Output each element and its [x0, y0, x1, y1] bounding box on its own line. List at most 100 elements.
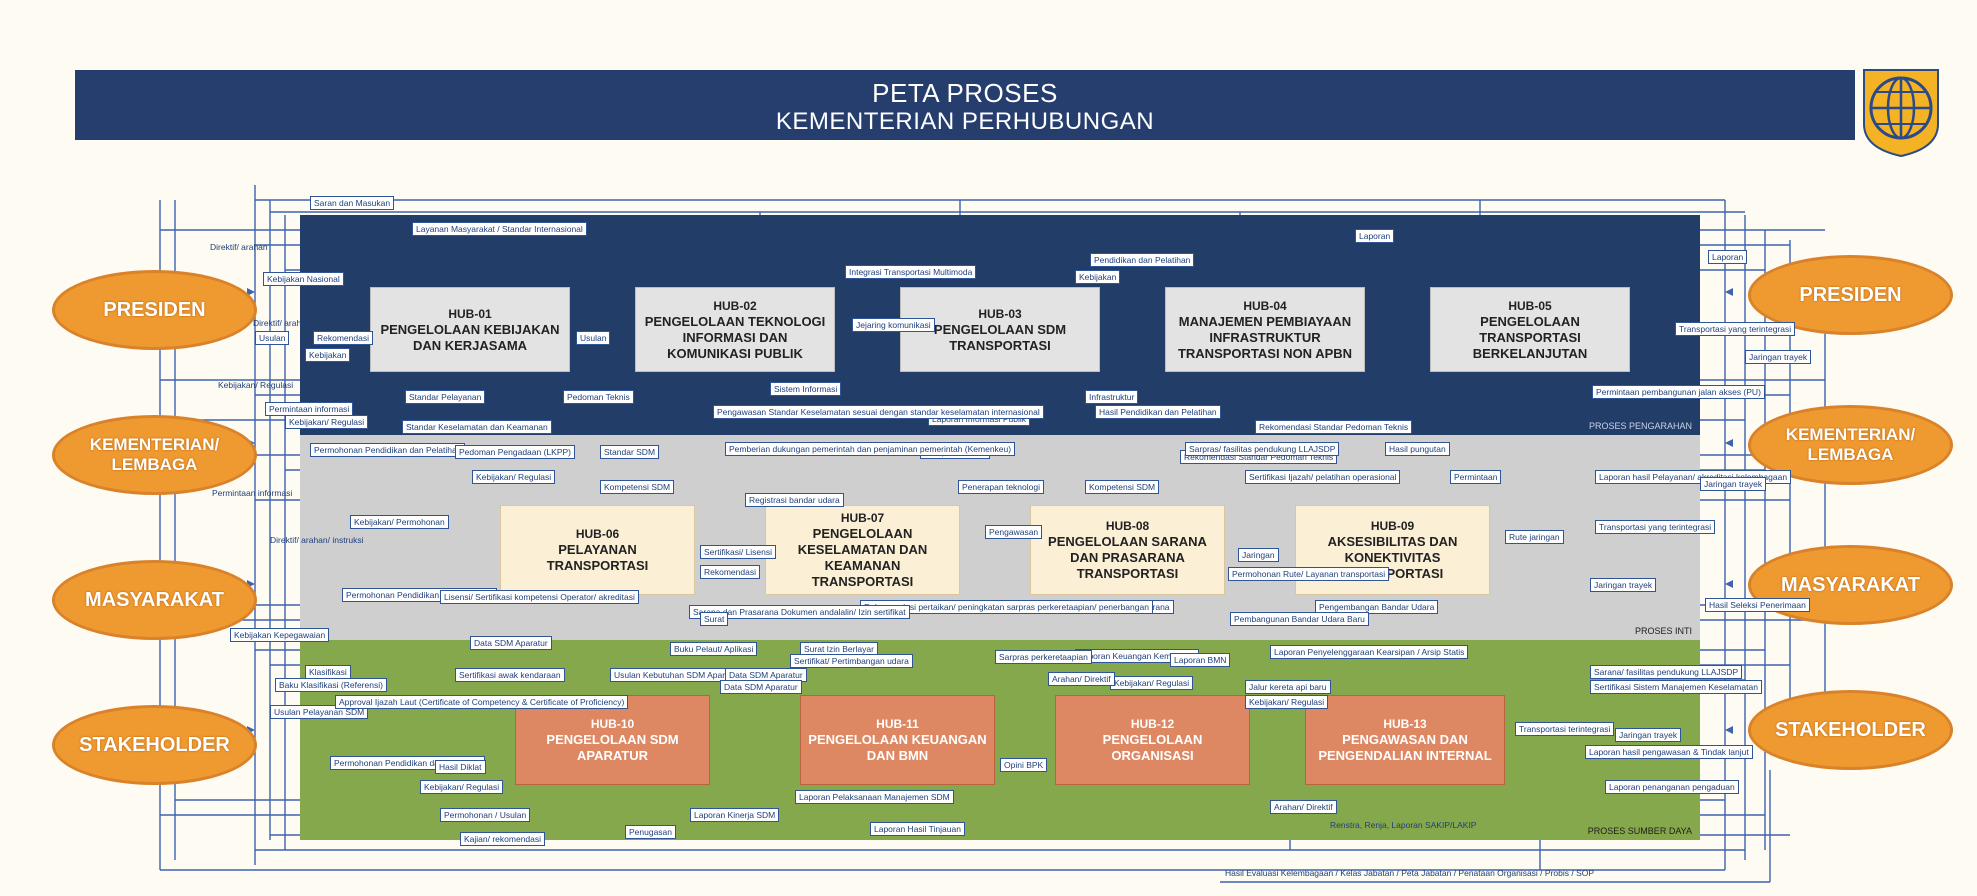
flow-label: Arahan/ Direktif: [1048, 672, 1115, 686]
flow-label: Hasil pungutan: [1385, 442, 1450, 456]
hub-13: HUB-13 PENGAWASAN DAN PENGENDALIAN INTER…: [1305, 695, 1505, 785]
hub-12: HUB-12 PENGELOLAAN ORGANISASI: [1055, 695, 1250, 785]
hub-04-code: HUB-04: [1243, 298, 1287, 313]
flow-label: Pengawasan: [985, 525, 1043, 539]
flow-label: Kebijakan/ Regulasi: [472, 470, 556, 484]
hub-05-code: HUB-05: [1508, 298, 1552, 313]
flow-label: Direktif/ arahan: [253, 318, 311, 328]
flow-label: Kebijakan/ Regulasi: [1110, 676, 1194, 690]
flow-label: Laporan Hasil Tinjauan: [870, 822, 965, 836]
flow-label: Standar SDM: [600, 445, 660, 459]
flow-label: Klasifikasi: [305, 665, 351, 679]
flow-label: Laporan BMN: [1170, 653, 1231, 667]
flow-label: Sertifikasi/ Lisensi: [700, 545, 777, 559]
hub-09-code: HUB-09: [1370, 519, 1415, 533]
flow-label: Lisensi/ Sertifikasi kompetensi Operator…: [440, 590, 639, 604]
flow-label: Laporan Penyelenggaraan Kearsipan / Arsi…: [1270, 645, 1469, 659]
hub-03-name: PENGELOLAAN SDM TRANSPORTASI: [933, 321, 1067, 353]
flow-label: Saran dan Masukan: [310, 196, 395, 210]
flow-label: Kebijakan/ Regulasi: [218, 380, 294, 390]
actor-right-masyarakat: MASYARAKAT: [1748, 545, 1953, 625]
hub-02: HUB-02 PENGELOLAAN TEKNOLOGI INFORMASI D…: [635, 287, 835, 372]
flow-label: Permohonan Rute/ Layanan transportasi: [1228, 567, 1390, 581]
flow-label: Penerapan teknologi: [958, 480, 1044, 494]
flow-label: Rekomendasi Standar Pedoman Teknis: [1255, 420, 1413, 434]
flow-label: Permintaan pembangunan jalan akses (PU): [1592, 385, 1765, 399]
flow-label: Registrasi bandar udara: [745, 493, 844, 507]
band-label-blue: PROSES PENGARAHAN: [1588, 421, 1692, 431]
flow-label: Kebijakan Nasional: [263, 272, 344, 286]
hub-01-code: HUB-01: [448, 306, 492, 321]
flow-label: Layanan Masyarakat / Standar Internasion…: [412, 222, 587, 236]
hub-01: HUB-01 PENGELOLAAN KEBIJAKAN DAN KERJASA…: [370, 287, 570, 372]
flow-label: Opini BPK: [1000, 758, 1048, 772]
flow-label: Direktif/ arahan/ instruksi: [270, 535, 364, 545]
flow-label: Laporan Kinerja SDM: [690, 808, 780, 822]
flow-label: Sertifikasi awak kendaraan: [455, 668, 565, 682]
flow-label: Jaringan trayek: [1745, 350, 1812, 364]
hub-12-code: HUB-12: [1130, 717, 1175, 731]
actor-right-stakeholder: STAKEHOLDER: [1748, 690, 1953, 770]
flow-label: Pengawasan Standar Keselamatan sesuai de…: [713, 405, 1044, 419]
flow-label: Data SDM Aparatur: [720, 680, 802, 694]
actor-left-masyarakat: MASYARAKAT: [52, 560, 257, 640]
flow-label: Sertifikasi Ijazah/ pelatihan operasiona…: [1245, 470, 1401, 484]
hub-06: HUB-06 PELAYANAN TRANSPORTASI: [500, 505, 695, 595]
hub-10-code: HUB-10: [590, 717, 635, 731]
flow-label: Laporan: [1355, 229, 1395, 243]
flow-label: Jaringan: [1238, 548, 1279, 562]
hub-12-name: PENGELOLAAN ORGANISASI: [1102, 732, 1203, 763]
flow-label: Kebijakan: [305, 348, 351, 362]
flow-label: Laporan: [1708, 250, 1748, 264]
flow-label: Kebijakan/ Regulasi: [420, 780, 504, 794]
flow-label: Rute jaringan: [1505, 530, 1564, 544]
hub-10-name: PENGELOLAAN SDM APARATUR: [546, 732, 679, 763]
flow-label: Standar Keselamatan dan Keamanan: [402, 420, 552, 434]
hub-09: HUB-09 AKSESIBILITAS DAN KONEKTIVITAS TR…: [1295, 505, 1490, 595]
hub-08-name: PENGELOLAAN SARANA DAN PRASARANA TRANSPO…: [1048, 534, 1207, 581]
flow-label: Kebijakan: [1075, 270, 1121, 284]
hub-04: HUB-04 MANAJEMEN PEMBIAYAAN INFRASTRUKTU…: [1165, 287, 1365, 372]
flow-label: Kompetensi SDM: [600, 480, 675, 494]
flow-label: Hasil Pendidikan dan Pelatihan: [1095, 405, 1221, 419]
flow-label: Sarpras perkeretaapian: [995, 650, 1092, 664]
flow-label: Usulan: [576, 331, 611, 345]
flow-label: Baku Klasifikasi (Referensi): [275, 678, 387, 692]
hub-11: HUB-11 PENGELOLAAN KEUANGAN DAN BMN: [800, 695, 995, 785]
flow-label: Sertifikat/ Pertimbangan udara: [790, 654, 913, 668]
band-label-gray: PROSES INTI: [1634, 626, 1692, 636]
hub-02-name: PENGELOLAAN TEKNOLOGI INFORMASI DAN KOMU…: [644, 313, 826, 361]
flow-label: Kompetensi SDM: [1085, 480, 1160, 494]
page-title: PETA PROSES: [872, 78, 1058, 108]
hub-13-name: PENGAWASAN DAN PENGENDALIAN INTERNAL: [1318, 732, 1492, 763]
flow-label: Hasil Diklat: [435, 760, 486, 774]
flow-label: Kebijakan/ Regulasi: [285, 415, 369, 429]
flow-label: Permintaan: [1450, 470, 1502, 484]
flow-label: Rekomendasi: [700, 565, 760, 579]
actor-left-kementerian-lembaga: KEMENTERIAN/ LEMBAGA: [52, 415, 257, 495]
actor-right-presiden: PRESIDEN: [1748, 255, 1953, 335]
flow-label: Approval Ijazah Laut (Certificate of Com…: [335, 695, 629, 709]
hub-13-code: HUB-13: [1383, 717, 1427, 731]
flow-label: Data SDM Aparatur: [470, 636, 552, 650]
flow-label: Buku Pelaut/ Aplikasi: [670, 642, 758, 656]
page-title-bar: PETA PROSES KEMENTERIAN PERHUBUNGAN: [75, 70, 1855, 140]
flow-label: Kebijakan/ Regulasi: [1245, 695, 1329, 709]
flow-label: Jaringan trayek: [1615, 728, 1682, 742]
flow-label: Sarana/ fasilitas pendukung LLAJSDP: [1590, 665, 1743, 679]
hub-08-code: HUB-08: [1105, 519, 1150, 533]
band-label-green: PROSES SUMBER DAYA: [1587, 826, 1692, 836]
flow-label: Sarpras/ fasilitas pendukung LLAJSDP: [1185, 442, 1340, 456]
flow-label: Sertifikasi Sistem Manajemen Keselamatan: [1590, 680, 1762, 694]
hub-06-code: HUB-06: [575, 527, 620, 541]
flow-label: Permintaan informasi: [265, 402, 354, 416]
flow-label: Laporan hasil pengawasan & Tindak lanjut: [1585, 745, 1753, 759]
flow-label: Permintaan informasi: [212, 488, 293, 498]
flow-label: Direktif/ arahan: [210, 242, 268, 252]
hub-08: HUB-08 PENGELOLAAN SARANA DAN PRASARANA …: [1030, 505, 1225, 595]
hub-06-name: PELAYANAN TRANSPORTASI: [546, 542, 649, 573]
flow-label: Standar Pelayanan: [405, 390, 486, 404]
flow-label: Hasil Seleksi Penerimaan: [1705, 598, 1810, 612]
flow-label: Surat: [700, 612, 729, 626]
flow-label: Usulan: [255, 331, 290, 345]
